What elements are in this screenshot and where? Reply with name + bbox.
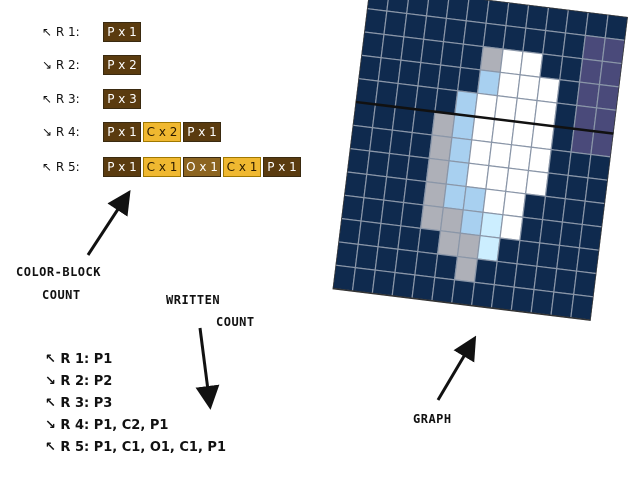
written-caption-line2: COUNT: [216, 315, 255, 329]
row-divider-line: [355, 100, 614, 135]
graph-border: [332, 0, 628, 322]
color-chip: P x 1: [263, 157, 301, 177]
color-chip: C x 2: [143, 122, 181, 142]
written-line-r4: ↘ R 4: P1, C2, P1: [45, 418, 169, 433]
color-block-caption-line1: COLOR-BLOCK: [16, 265, 101, 279]
written-line-r2: ↘ R 2: P2: [45, 374, 113, 389]
color-chip: C x 1: [143, 157, 181, 177]
color-chip: P x 1: [183, 122, 221, 142]
color-chip: P x 1: [103, 22, 141, 42]
color-block-row-1: P x 1: [103, 22, 141, 42]
written-caption-line1: WRITTEN: [166, 293, 221, 307]
graph-arrow: [436, 335, 477, 401]
color-block-arrow: [86, 189, 131, 256]
color-chip: O x 1: [183, 157, 221, 177]
written-arrow: [195, 327, 220, 410]
written-line-r1: ↖ R 1: P1: [45, 352, 113, 367]
color-block-row-2: P x 2: [103, 55, 141, 75]
color-block-row-label-2: ↘ R 2:: [42, 58, 80, 72]
written-line-r3: ↖ R 3: P3: [45, 396, 113, 411]
color-block-row-label-1: ↖ R 1:: [42, 25, 80, 39]
color-block-row-label-3: ↖ R 3:: [42, 92, 80, 106]
color-block-row-label-5: ↖ R 5:: [42, 160, 80, 174]
graph: [332, 0, 628, 325]
color-chip: P x 3: [103, 89, 141, 109]
color-block-row-3: P x 3: [103, 89, 141, 109]
color-chip: P x 1: [103, 122, 141, 142]
written-line-r5: ↖ R 5: P1, C1, O1, C1, P1: [45, 440, 226, 455]
graph-grid: [332, 0, 628, 322]
color-chip: P x 2: [103, 55, 141, 75]
graph-caption: GRAPH: [413, 412, 452, 426]
color-chip: C x 1: [223, 157, 261, 177]
color-block-caption-line2: COUNT: [42, 288, 81, 302]
color-chip: P x 1: [103, 157, 141, 177]
color-block-row-label-4: ↘ R 4:: [42, 125, 80, 139]
